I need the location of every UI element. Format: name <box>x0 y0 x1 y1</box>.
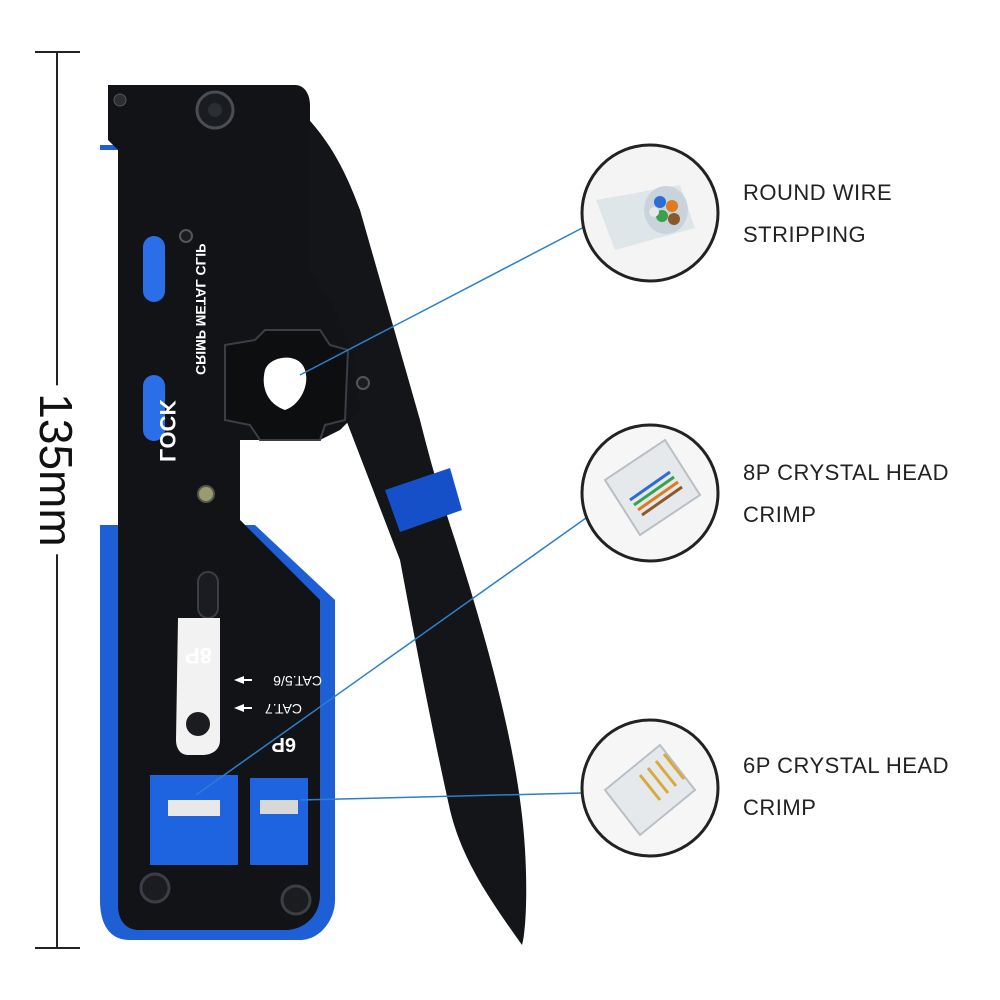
callout-label-6p: 6P CRYSTAL HEAD CRIMP <box>743 745 949 829</box>
arrow-icon <box>234 676 252 712</box>
callout-line: ROUND WIRE <box>743 180 893 205</box>
cat7-text: CAT.7 <box>265 701 302 717</box>
lock-button <box>197 485 215 503</box>
callout-image-6p-connector <box>580 718 720 858</box>
crimp-clip-text: CRIMP METAL CLIP <box>193 244 209 375</box>
callout-line: 8P CRYSTAL HEAD <box>743 460 949 485</box>
callout-label-8p: 8P CRYSTAL HEAD CRIMP <box>743 452 949 536</box>
crimp-port-8p <box>150 775 238 865</box>
leader-lines <box>195 225 587 801</box>
lock-text: LOCK <box>155 400 180 462</box>
crimp-port-6p <box>250 778 308 865</box>
callout-line: CRIMP <box>743 502 817 527</box>
dimension-label: 135mm <box>29 385 83 555</box>
corner-screw <box>113 93 127 107</box>
callout-line: CRIMP <box>743 795 817 820</box>
cat56-text: CAT.5/6 <box>273 673 322 689</box>
port-8p-text: 8P <box>185 643 212 668</box>
handle-blue-band <box>385 468 462 532</box>
stripping-die <box>263 357 307 410</box>
callout-line: STRIPPING <box>743 222 867 247</box>
callout-image-round-cable <box>580 143 720 283</box>
blue-slot-lower <box>143 375 165 441</box>
callout-label-round-wire: ROUND WIRE STRIPPING <box>743 172 892 256</box>
callout-image-8p-connector <box>580 423 720 563</box>
port-6p-text: 6P <box>272 733 296 755</box>
blue-slot-upper <box>143 236 165 302</box>
callout-line: 6P CRYSTAL HEAD <box>743 753 949 778</box>
